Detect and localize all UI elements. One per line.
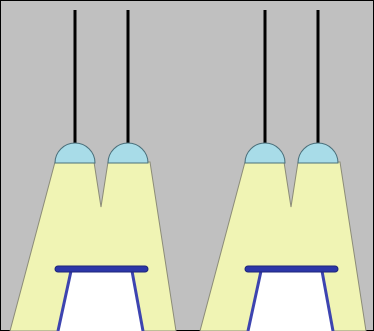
- table-top-left: [55, 266, 148, 272]
- table-top-right: [245, 266, 338, 272]
